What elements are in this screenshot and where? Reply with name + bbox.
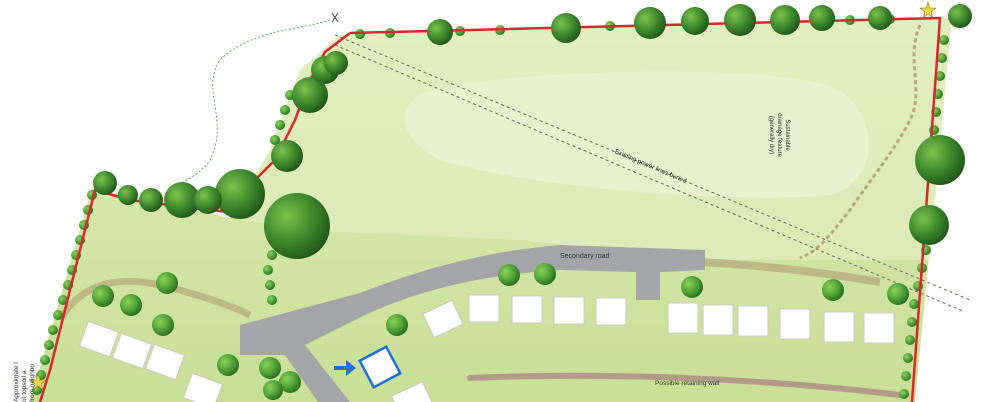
house: [78, 320, 120, 358]
topsoil-note-line1: Approximate l: [13, 362, 20, 402]
scissor-marker-icon: [331, 12, 339, 23]
retaining-wall-label: Possible retaining wall: [655, 380, 720, 387]
topsoil-note-line3: from neighbo: [29, 364, 36, 402]
topsoil-note-line2: of topsoil a: [21, 370, 28, 402]
house: [667, 302, 699, 334]
trees: [92, 4, 972, 400]
drainage-label-line3: (generally dry): [768, 116, 774, 154]
secondary-road: Secondary road: [240, 245, 705, 402]
drainage-label-line2: drainage feature: [776, 113, 782, 157]
house: [390, 381, 434, 402]
house-plots: [78, 294, 895, 402]
house: [737, 305, 769, 337]
house: [553, 296, 585, 325]
drainage-label-line1: Sustainable: [784, 119, 790, 151]
house: [779, 308, 811, 340]
power-lines: [334, 34, 971, 313]
house: [863, 312, 895, 344]
drainage-label: Sustainable drainage feature (generally …: [768, 113, 790, 157]
house: [182, 372, 224, 402]
arrow-right-icon: [334, 360, 356, 376]
house: [595, 297, 627, 326]
house: [144, 343, 186, 381]
house: [468, 294, 500, 323]
star-marker-icon: [29, 373, 47, 391]
drainage-feature: [404, 71, 869, 198]
contour-line: [169, 19, 331, 191]
topsoil-note: Approximate l of topsoil a from neighbo: [13, 362, 36, 402]
star-marker-icon: [919, 1, 937, 19]
house: [422, 299, 464, 339]
hedge-dots: [32, 14, 949, 399]
house: [823, 311, 855, 343]
house: [111, 332, 153, 370]
secondary-road-label: Secondary road: [560, 253, 610, 260]
highlighted-plot-icon: [358, 345, 402, 389]
retaining-wall: Possible retaining wall: [467, 372, 903, 398]
house: [511, 295, 543, 324]
house: [702, 304, 734, 336]
